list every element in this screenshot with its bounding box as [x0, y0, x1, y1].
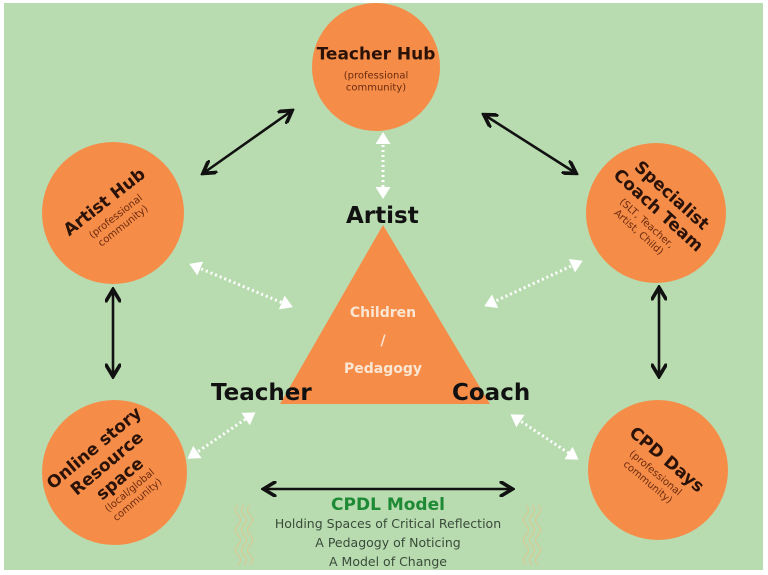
cpdl-model-line: A Model of Change: [329, 554, 447, 569]
vertex-label-teacher: Teacher: [211, 380, 312, 406]
vertex-label-coach: Coach: [452, 380, 531, 406]
cpdl-model-block: CPDL Model Holding Spaces of Critical Re…: [238, 496, 538, 571]
teacher-hub-sub1: (professional: [343, 70, 409, 82]
cpdl-model-line: A Pedagogy of Noticing: [315, 535, 461, 550]
node-cpd-days: CPD Days (professional community): [588, 400, 728, 540]
cpdl-model-title: CPDL Model: [331, 495, 445, 515]
vertex-label-artist: Artist: [346, 203, 419, 229]
pedagogy-triangle: [280, 225, 490, 404]
node-artist-hub: Artist Hub (professional community): [42, 142, 184, 284]
teacher-hub-title: Teacher Hub: [316, 44, 436, 65]
triangle-line2: /: [380, 333, 386, 349]
cpdl-model-line: Holding Spaces of Critical Reflection: [274, 516, 502, 531]
triangle-line1: Children: [349, 305, 417, 321]
wavy-decoration: [235, 504, 541, 566]
node-online-story-resource: Online story Resource space (local/globa…: [42, 400, 187, 545]
node-teacher-hub: Teacher Hub (professional community): [312, 3, 440, 131]
node-specialist-coach-team: Specialist Coach Team (SLT, Teacher, Art…: [586, 143, 726, 283]
teacher-hub-sub2: community): [345, 82, 407, 94]
triangle-line3: Pedagogy: [343, 361, 422, 377]
